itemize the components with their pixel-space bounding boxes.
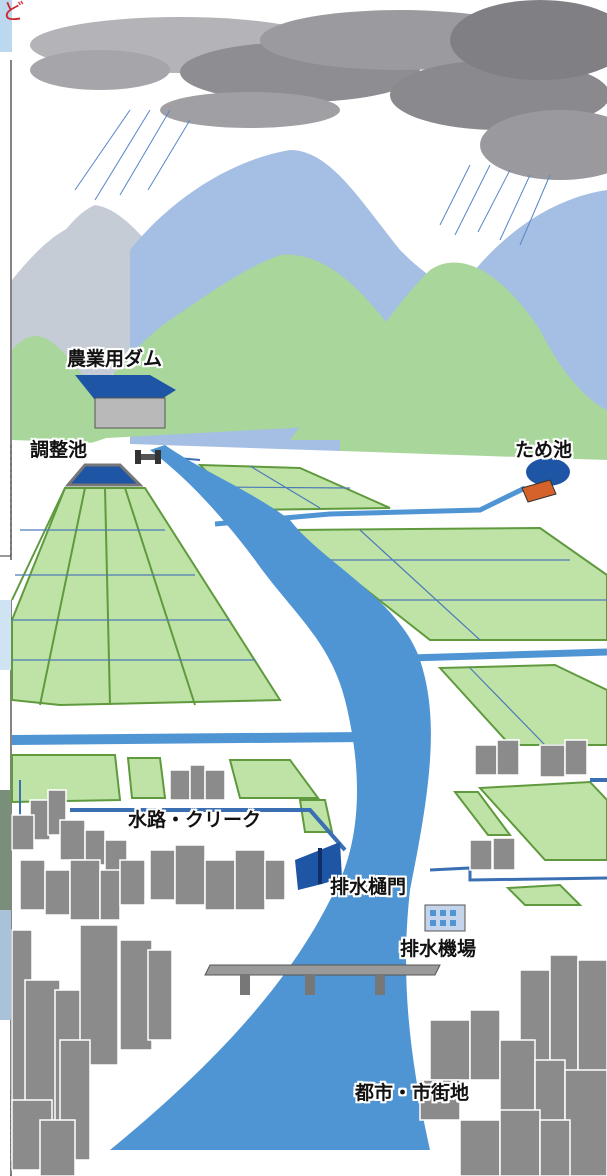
waterway-label: 水路・クリーク (128, 809, 262, 831)
storm-clouds (30, 0, 607, 180)
city-buildings (11, 739, 607, 1176)
drain-gate (295, 842, 342, 890)
dam-label: 農業用ダム (67, 348, 163, 370)
dam-structure (75, 375, 176, 464)
bridge (204, 964, 441, 995)
drain-gate-label: 排水樋門 (330, 876, 407, 898)
irrigation-pond (521, 458, 570, 503)
rain-lines (74, 109, 551, 246)
urban-area-label: 都市・市街地 (355, 1082, 470, 1104)
pump-station-label: 排水機場 (400, 938, 477, 960)
mountains (12, 150, 607, 620)
irrigation-pond-label: ため池 (515, 439, 573, 461)
regulating-pond (64, 463, 144, 487)
pump-station-building (424, 904, 466, 932)
left-frame-fragments (0, 0, 12, 1176)
paddy-fields (11, 463, 607, 906)
regulating-pond-label: 調整池 (30, 439, 88, 461)
corner-glyph: ど (2, 0, 25, 25)
